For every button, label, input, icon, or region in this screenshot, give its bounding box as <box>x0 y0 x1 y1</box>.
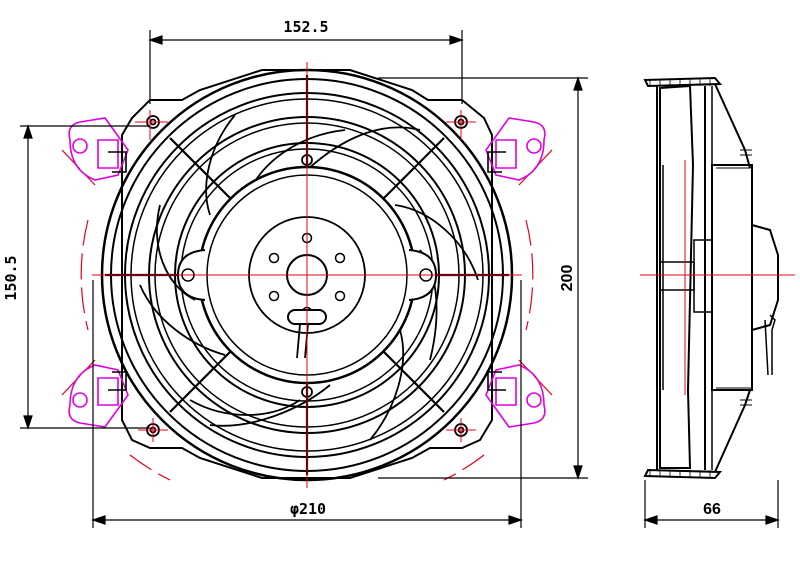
wire-lead-1 <box>296 323 301 359</box>
bracket-clips <box>108 151 506 391</box>
shroud-lip-bottom <box>643 468 723 480</box>
mounting-plate <box>121 69 493 479</box>
dim-overall-height: 200 <box>559 265 576 292</box>
motor-can <box>751 224 779 331</box>
mounting-brackets <box>68 117 546 428</box>
bracket-top-left <box>68 117 129 181</box>
bracket-top-right <box>485 117 546 181</box>
wire-profile <box>769 314 776 375</box>
dim-top-width: 152.5 <box>283 18 328 36</box>
hub-bolt-5 <box>268 290 280 302</box>
shroud-lip-top <box>643 76 723 88</box>
dim-diameter: φ210 <box>290 500 326 518</box>
side-view <box>643 76 779 480</box>
fan-blades <box>139 114 479 441</box>
front-view <box>61 62 553 488</box>
motor-profile <box>711 164 753 391</box>
centerlines <box>92 62 522 488</box>
hub-bolt-3 <box>268 252 280 264</box>
shaft-profile <box>659 261 695 291</box>
dim-left-height: 150.5 <box>2 255 20 300</box>
blade-profile <box>659 84 695 469</box>
dim-depth: 66 <box>703 501 721 518</box>
strut-ticks <box>716 149 752 406</box>
guard-side-bottom <box>714 389 751 473</box>
front-dimensions <box>20 30 588 528</box>
hub-bolt-4 <box>334 252 346 264</box>
bracket-bottom-left <box>68 364 129 428</box>
hub-bolt-6 <box>334 290 346 302</box>
bracket-bottom-right <box>485 364 546 428</box>
side-dimensions <box>643 480 780 528</box>
